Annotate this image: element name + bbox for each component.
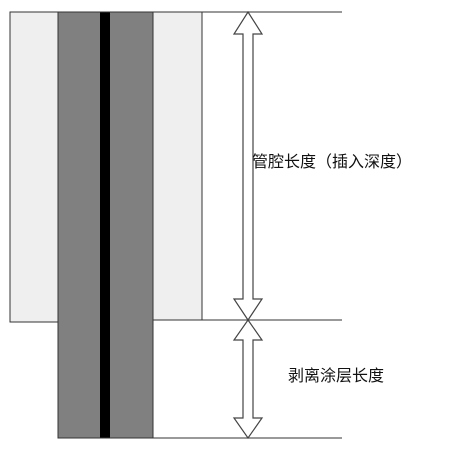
stripped-length-arrow xyxy=(232,318,264,440)
lumen-length-label: 管腔长度（插入深度） xyxy=(252,152,412,171)
fiber-core xyxy=(100,12,110,438)
stripped-coating-length-label: 剥离涂层长度 xyxy=(288,366,384,385)
